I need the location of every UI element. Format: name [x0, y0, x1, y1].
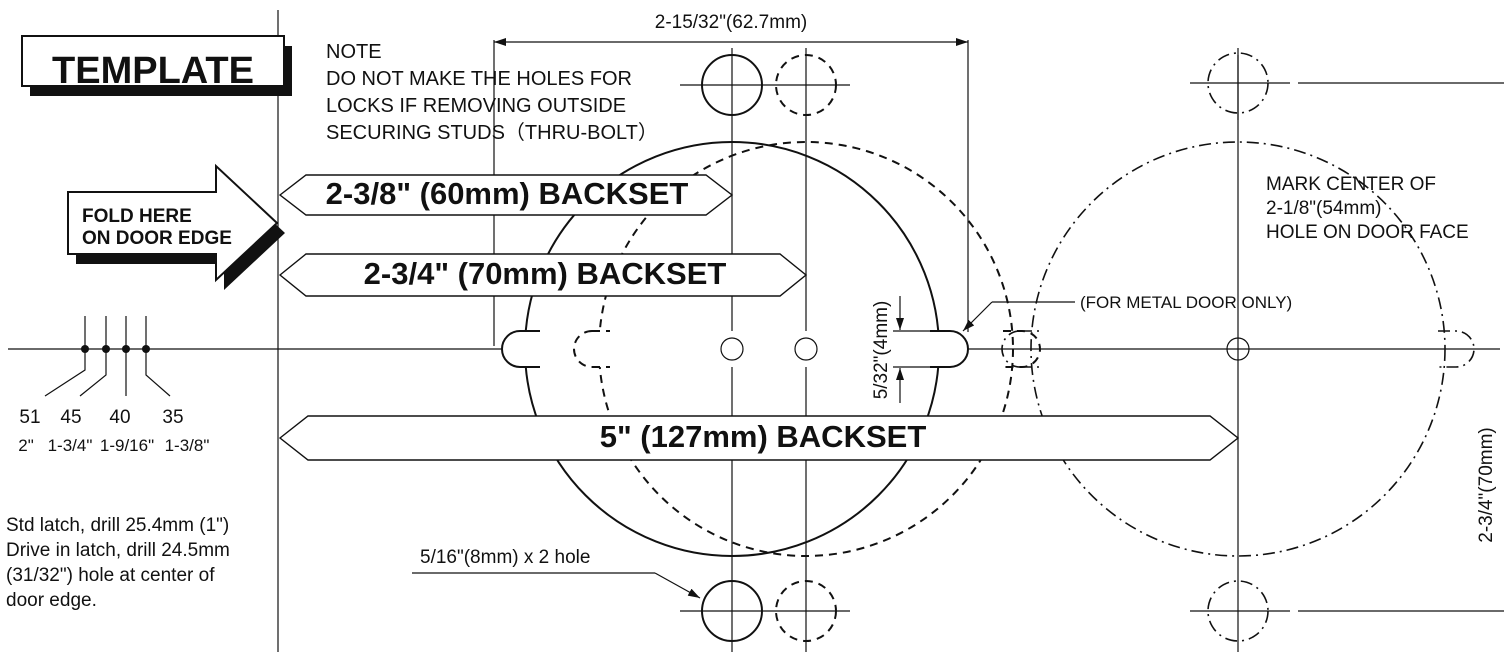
note-heading: NOTE: [326, 41, 382, 63]
backset-banner-70mm: 2-3/4" (70mm) BACKSET: [278, 253, 808, 297]
metal-door-label: (FOR METAL DOOR ONLY): [1080, 293, 1292, 312]
metal-door-leader: (FOR METAL DOOR ONLY): [962, 293, 1292, 332]
backset-banner-127mm: 5" (127mm) BACKSET: [278, 415, 1240, 461]
fold-here-arrow: FOLD HERE ON DOOR EDGE: [67, 163, 285, 290]
backset-banner-60mm: 2-3/8" (60mm) BACKSET: [278, 174, 734, 216]
drill-info-line1: Std latch, drill 25.4mm (1"): [6, 515, 229, 536]
fold-label-line1: FOLD HERE: [82, 206, 192, 227]
note-line: DO NOT MAKE THE HOLES FOR: [326, 68, 632, 90]
bolt-holes-top: [680, 48, 1290, 120]
mark-center-note: MARK CENTER OF 2-1/8"(54mm) HOLE ON DOOR…: [1266, 174, 1469, 243]
thickness-inch-1-3-8: 1-3/8": [165, 436, 210, 455]
backset-label-127mm: 5" (127mm) BACKSET: [600, 419, 927, 454]
mark-center-line1: MARK CENTER OF: [1266, 174, 1436, 195]
drill-info-block: Std latch, drill 25.4mm (1") Drive in la…: [6, 515, 230, 611]
center-mark-60mm: [720, 337, 744, 361]
backset-label-60mm: 2-3/8" (60mm) BACKSET: [326, 176, 689, 211]
drill-info-line3: (31/32") hole at center of: [6, 565, 215, 586]
thickness-mm-35: 35: [162, 407, 183, 428]
fold-label-line2: ON DOOR EDGE: [82, 228, 232, 249]
thickness-inch-1-3-4: 1-3/4": [48, 436, 93, 455]
thickness-mm-40: 40: [109, 407, 130, 428]
top-dimension-label: 2-15/32"(62.7mm): [655, 12, 807, 33]
bolt-hole-leader: 5/16"(8mm) x 2 hole: [412, 547, 701, 599]
drill-info-line4: door edge.: [6, 590, 97, 611]
latch-slot-solid: [501, 330, 969, 368]
mark-center-line2: 2-1/8"(54mm): [1266, 198, 1382, 219]
page-title: TEMPLATE: [52, 50, 254, 92]
slot-width-label: 5/32"(4mm): [871, 301, 892, 400]
bore-circle-127mm: [1030, 141, 1446, 557]
center-mark-70mm: [794, 337, 818, 361]
right-vertical-label: 2-3/4"(70mm): [1476, 427, 1497, 543]
thickness-inch-1-9-16: 1-9/16": [100, 436, 154, 455]
right-vertical-dimension: 2-3/4"(70mm): [1298, 82, 1504, 612]
slot-width-dimension: 5/32"(4mm): [871, 296, 945, 403]
latch-slot-dashdot: [1001, 330, 1475, 368]
thickness-inch-2: 2": [18, 436, 34, 455]
thickness-mm-51: 51: [19, 407, 40, 428]
bolt-holes-bottom: [680, 580, 1290, 642]
door-thickness-markers: 51 45 40 35 2" 1-3/4" 1-9/16" 1-3/8": [18, 316, 209, 455]
note-line: LOCKS IF REMOVING OUTSIDE: [326, 95, 626, 117]
note-line: SECURING STUDS（THRU-BOLT）: [326, 121, 658, 144]
mark-center-line3: HOLE ON DOOR FACE: [1266, 222, 1469, 243]
backset-label-70mm: 2-3/4" (70mm) BACKSET: [364, 256, 727, 291]
note-block: NOTE DO NOT MAKE THE HOLES FOR LOCKS IF …: [326, 41, 658, 144]
thickness-mm-45: 45: [60, 407, 81, 428]
bolt-hole-label: 5/16"(8mm) x 2 hole: [420, 547, 590, 568]
center-mark-127mm: [1226, 337, 1250, 361]
drill-info-line2: Drive in latch, drill 24.5mm: [6, 540, 230, 561]
template-title-box: TEMPLATE: [21, 35, 292, 96]
